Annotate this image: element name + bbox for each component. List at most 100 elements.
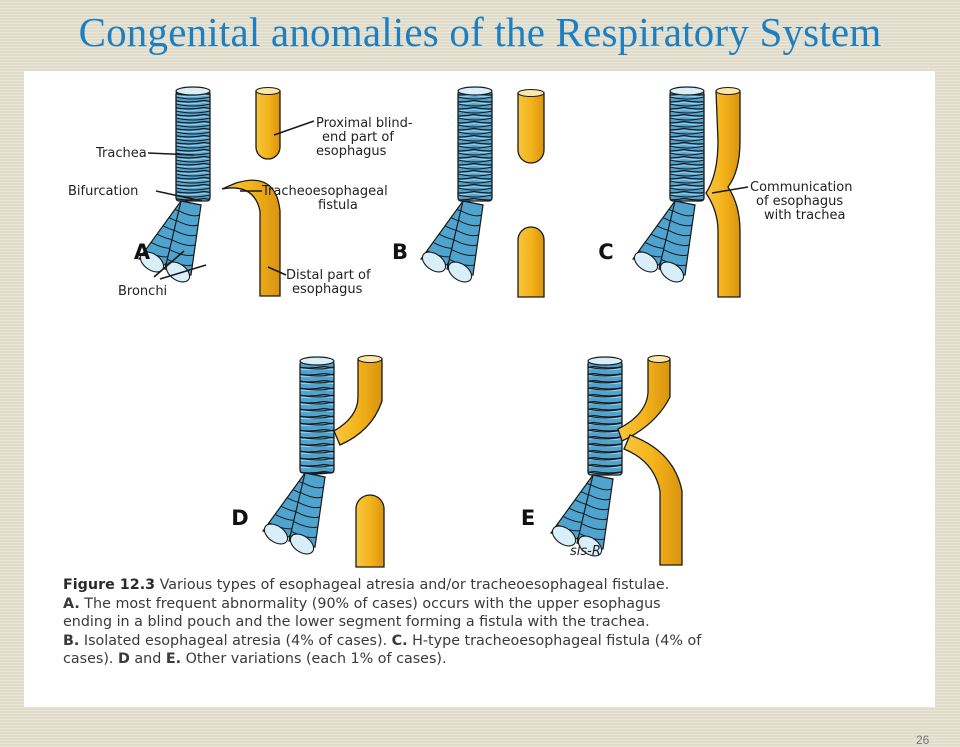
trachea-ring bbox=[669, 103, 705, 107]
trachea-ring bbox=[299, 443, 335, 447]
bronchus bbox=[164, 200, 202, 283]
esophagus-opening bbox=[517, 88, 545, 98]
bronchus bbox=[288, 472, 326, 555]
bronchus-body bbox=[658, 200, 696, 276]
trachea-ring bbox=[457, 138, 493, 142]
trachea-ring bbox=[457, 131, 493, 135]
esophagus-opening bbox=[357, 354, 383, 364]
trachea-ring bbox=[587, 436, 623, 440]
trachea-ring bbox=[175, 180, 211, 184]
bronchus-opening bbox=[577, 535, 603, 557]
trachea-ring bbox=[299, 366, 335, 370]
trachea-ring bbox=[299, 401, 335, 405]
trachea-ring bbox=[299, 450, 335, 454]
trachea-ring bbox=[299, 457, 335, 461]
trachea-ring bbox=[299, 436, 335, 440]
bronchus-opening bbox=[659, 261, 685, 283]
bronchus-opening bbox=[289, 533, 315, 555]
trachea-ring bbox=[669, 159, 705, 163]
esophagus-upper-pouch bbox=[517, 92, 545, 164]
bronchus-ring bbox=[302, 482, 324, 489]
esophagus-lower-pouch bbox=[517, 226, 545, 298]
trachea-ring bbox=[175, 145, 211, 149]
bronchus-ring bbox=[590, 484, 612, 491]
figure-number: Figure 12.3 bbox=[63, 577, 156, 593]
label-communication-3: with trachea bbox=[764, 208, 845, 223]
trachea-ring bbox=[175, 131, 211, 135]
bronchus-ring bbox=[169, 249, 194, 257]
bronchus-ring bbox=[588, 493, 611, 501]
bronchus-body bbox=[288, 472, 326, 548]
trachea-ring bbox=[175, 187, 211, 191]
trachea-ring bbox=[587, 387, 623, 391]
trachea-ring bbox=[587, 415, 623, 419]
trachea-ring bbox=[669, 173, 705, 177]
bronchus-ring bbox=[455, 229, 479, 237]
trachea-ring bbox=[457, 145, 493, 149]
trachea-ring bbox=[669, 145, 705, 149]
trachea-ring bbox=[457, 180, 493, 184]
trachea-ring bbox=[457, 166, 493, 170]
trachea-ring bbox=[299, 408, 335, 412]
trachea-opening bbox=[457, 86, 493, 96]
trachea-ring bbox=[457, 96, 493, 100]
trachea-ring bbox=[587, 422, 623, 426]
label-distal-2: esophagus bbox=[292, 282, 363, 297]
artist-signature: sls-R bbox=[570, 544, 601, 559]
slide-title: Congenital anomalies of the Respiratory … bbox=[78, 9, 882, 55]
trachea-ring bbox=[299, 380, 335, 384]
trachea-ring bbox=[457, 110, 493, 114]
trachea-ring bbox=[587, 366, 623, 370]
trachea-ring bbox=[669, 117, 705, 121]
label-tracheoesophageal-2: fistula bbox=[318, 198, 358, 213]
page-number: 26 bbox=[916, 733, 930, 747]
label-communication-2: of esophagus bbox=[756, 194, 843, 209]
bronchus-ring bbox=[300, 491, 323, 499]
trachea-ring bbox=[669, 194, 705, 198]
bronchus-ring bbox=[453, 239, 478, 247]
trachea-ring bbox=[669, 96, 705, 100]
esophagus-upper-fistula bbox=[617, 358, 671, 442]
trachea-ring bbox=[457, 117, 493, 121]
trachea-ring bbox=[299, 422, 335, 426]
trachea-ring bbox=[457, 103, 493, 107]
bronchus bbox=[446, 200, 484, 283]
bronchus-opening bbox=[551, 525, 577, 547]
label-tracheoesophageal-1: Tracheoesophageal bbox=[261, 184, 388, 199]
trachea-ring bbox=[669, 180, 705, 184]
esophagus-lower-fistula bbox=[623, 434, 683, 566]
bronchus-ring bbox=[293, 521, 318, 529]
trachea-ring bbox=[587, 373, 623, 377]
caption-line-4: B. Isolated esophageal atresia (4% of ca… bbox=[63, 632, 923, 651]
caption-line-1: Figure 12.3 Various types of esophageal … bbox=[63, 576, 923, 595]
esophagus-opening bbox=[647, 354, 671, 364]
trachea-ring bbox=[587, 401, 623, 405]
bronchus bbox=[576, 474, 614, 557]
bronchus-ring bbox=[297, 501, 321, 509]
bronchus-ring bbox=[670, 219, 693, 227]
trachea-ring bbox=[587, 443, 623, 447]
caption-bold-a: A. bbox=[63, 595, 80, 612]
trachea-ring bbox=[175, 117, 211, 121]
trachea-ring bbox=[669, 152, 705, 156]
pointer-line bbox=[147, 152, 195, 156]
trachea-ring bbox=[587, 464, 623, 468]
trachea-ring bbox=[457, 173, 493, 177]
label-communication-1: Communication bbox=[750, 180, 852, 195]
bronchus-ring bbox=[585, 503, 609, 511]
caption-text: cases). bbox=[63, 651, 118, 668]
trachea-ring bbox=[669, 138, 705, 142]
panel-label-a: A bbox=[134, 240, 151, 264]
panel-e bbox=[549, 354, 683, 566]
bronchus-ring bbox=[458, 219, 481, 227]
caption-text: The most frequent abnormality (90% of ca… bbox=[79, 595, 661, 612]
label-distal-1: Distal part of bbox=[286, 268, 371, 283]
trachea-ring bbox=[299, 429, 335, 433]
trachea-tube bbox=[175, 90, 211, 202]
panel-b bbox=[419, 86, 545, 298]
bronchus-ring bbox=[173, 229, 197, 237]
pointer-line bbox=[155, 190, 203, 202]
trachea-ring bbox=[299, 394, 335, 398]
